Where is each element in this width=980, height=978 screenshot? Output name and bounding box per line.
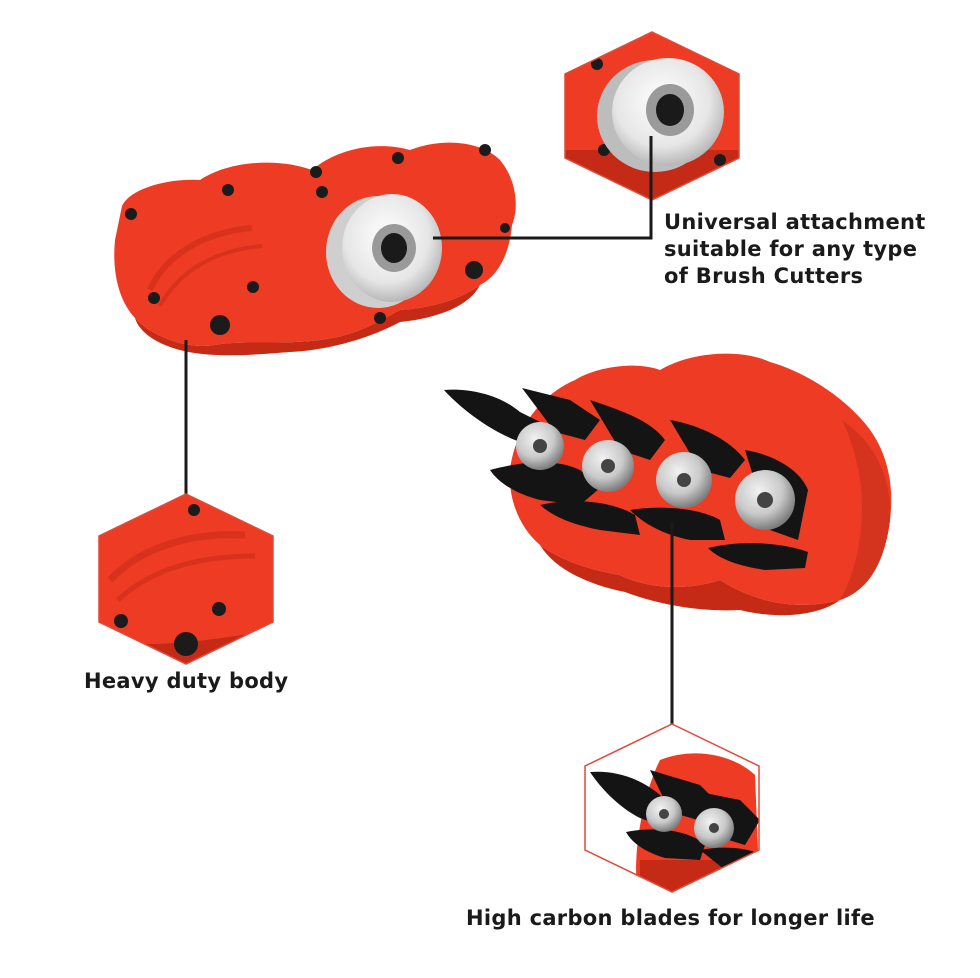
attachment-leader-line — [433, 136, 653, 240]
attachment-caption-line-1: Universal attachment — [664, 210, 926, 234]
hex-body-closeup — [98, 493, 274, 665]
blade-8 — [708, 543, 808, 570]
attachment-caption-line-2: suitable for any type — [664, 237, 918, 261]
hex-blades-closeup — [584, 723, 760, 893]
blades-caption: High carbon blades for longer life — [466, 906, 875, 930]
blade-5 — [540, 501, 640, 535]
gearbox-top-collar — [326, 194, 442, 308]
blade-4 — [590, 400, 665, 460]
blade-2 — [490, 462, 600, 505]
gearbox-top-embossed-arc — [147, 225, 253, 292]
gearbox-top-screws — [125, 144, 510, 335]
gearbox-top-shadow — [135, 285, 480, 356]
body-caption: Heavy duty body — [84, 669, 289, 693]
gearbox-blades-image — [444, 353, 892, 616]
blade-3 — [522, 388, 600, 440]
blade-nuts — [516, 422, 795, 530]
blade-7 — [630, 507, 725, 540]
attachment-caption: Universal attachment suitable for any ty… — [664, 209, 964, 290]
attachment-caption-line-3: of Brush Cutters — [664, 264, 864, 288]
blade-6 — [670, 420, 745, 478]
gearbox-top-image — [114, 142, 516, 356]
